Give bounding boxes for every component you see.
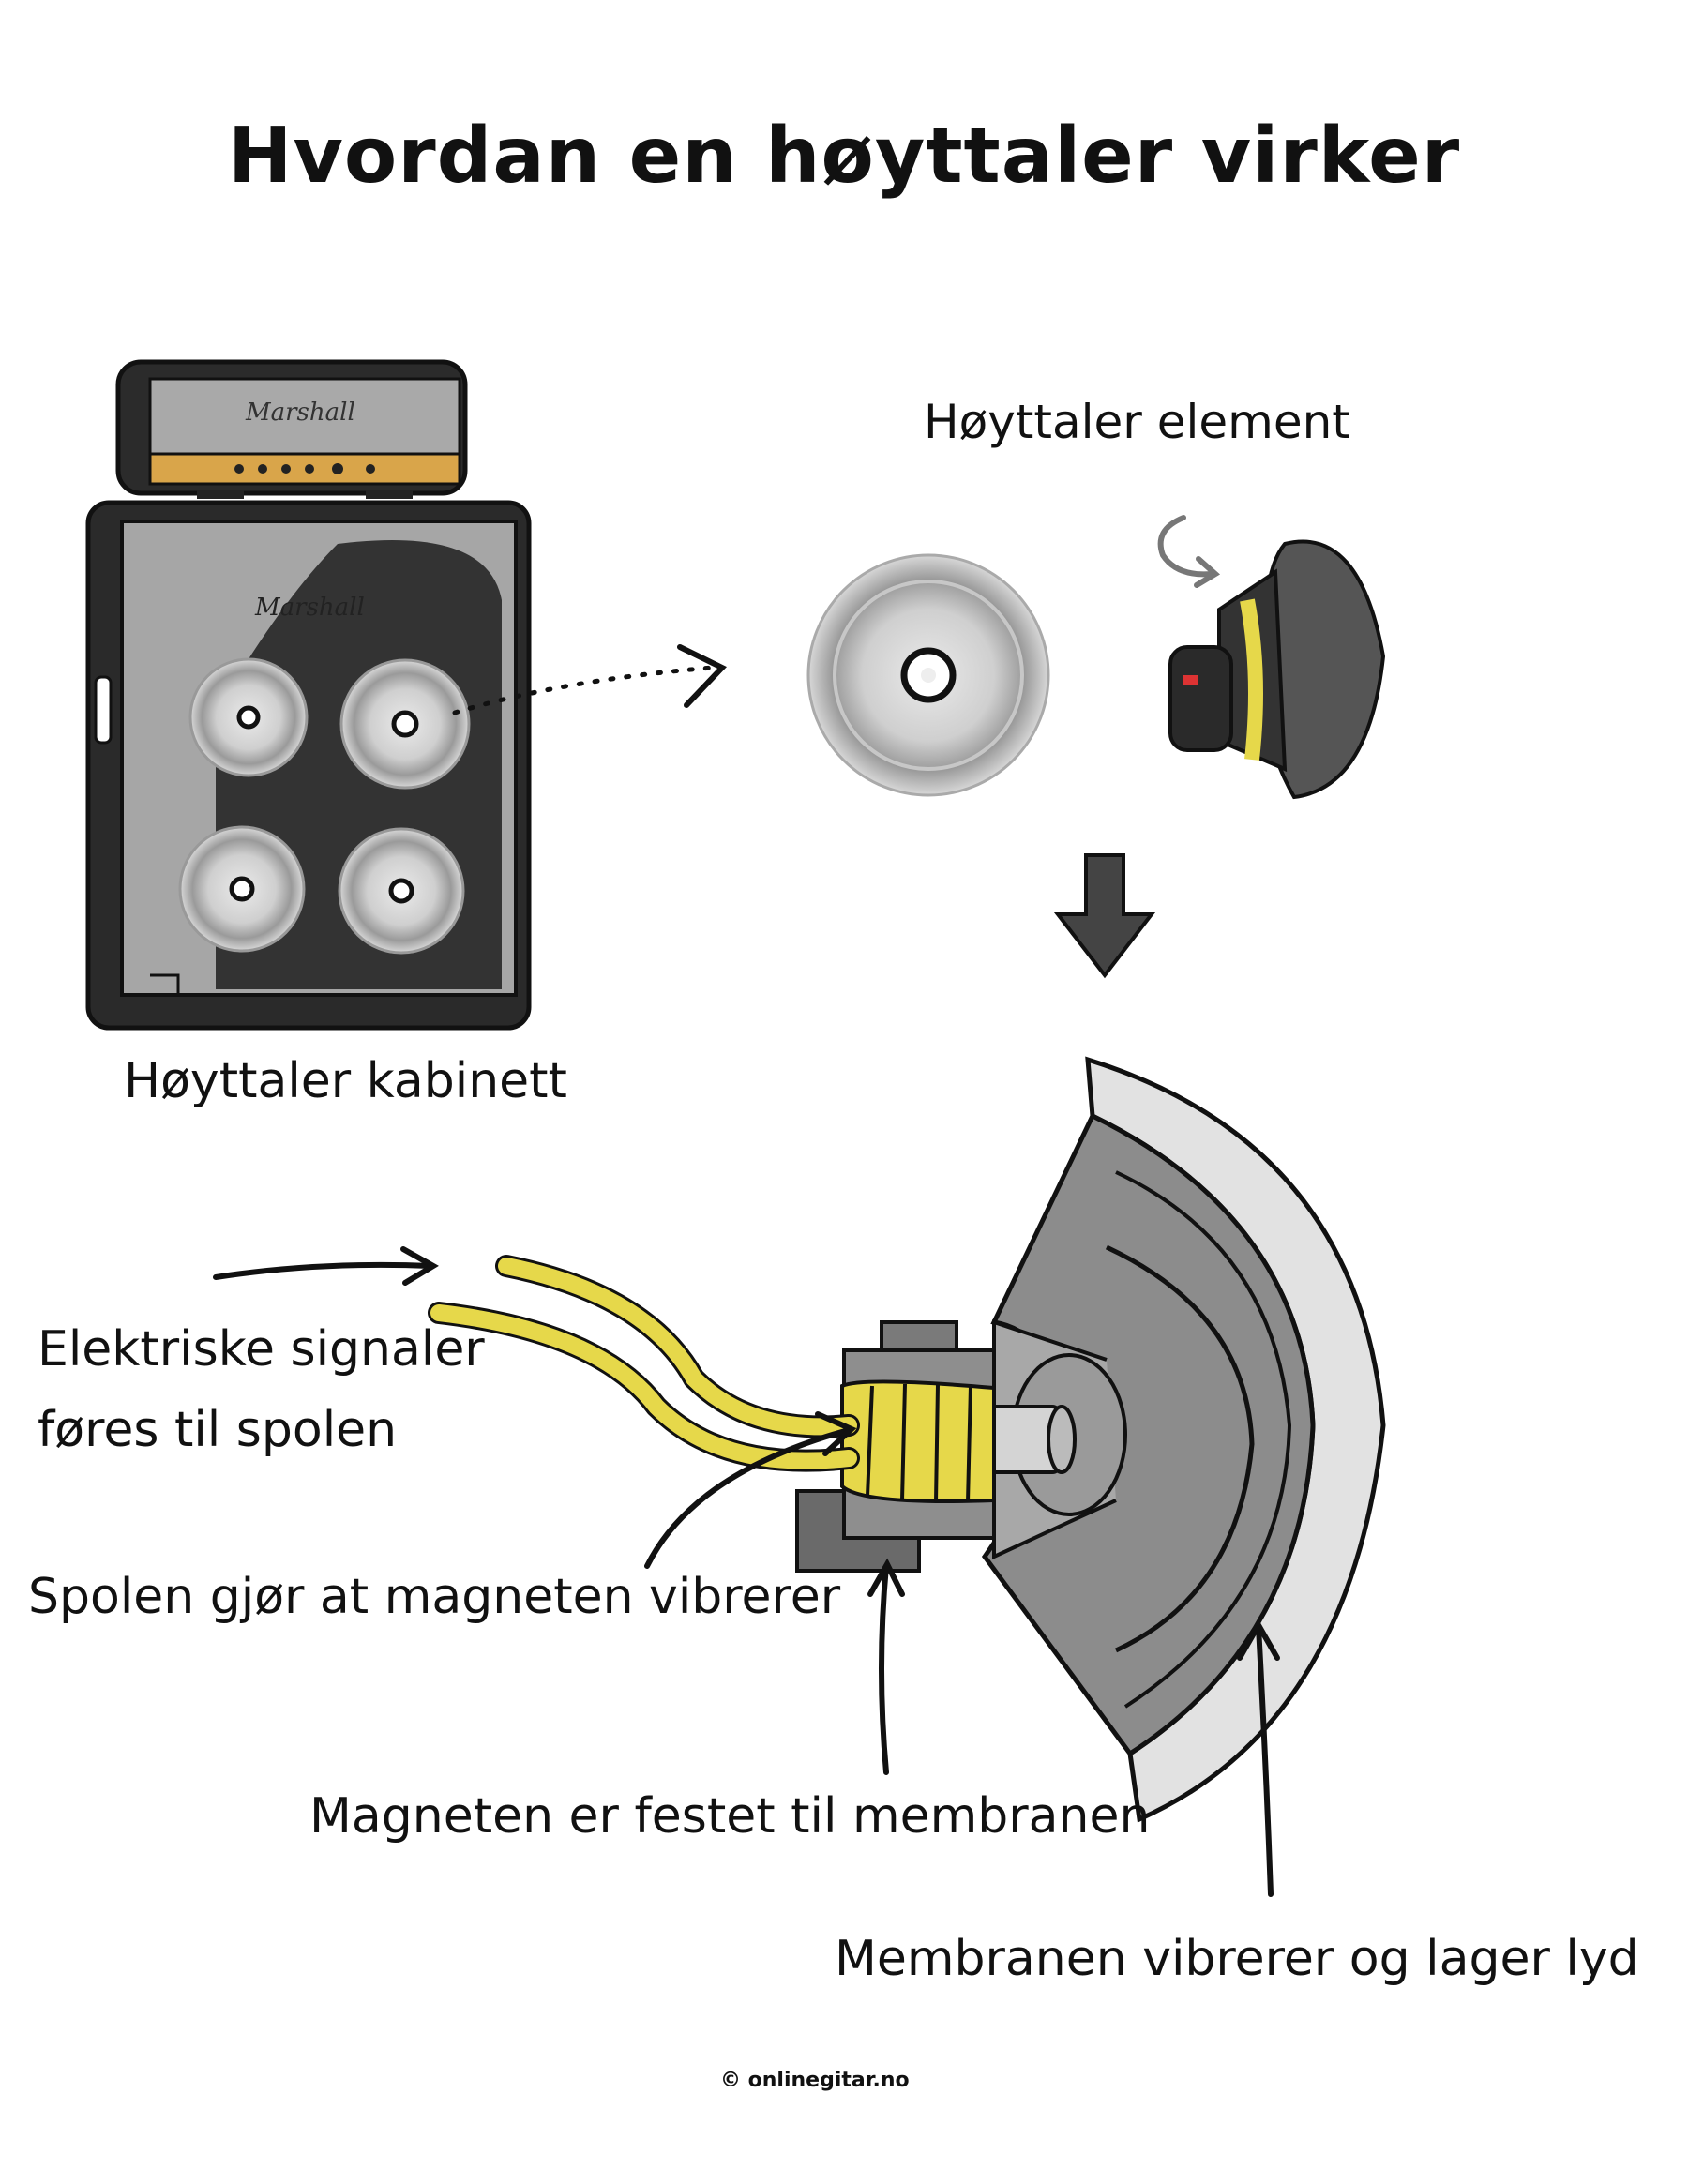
rotate-arrow-icon: [1157, 515, 1214, 578]
cabinet-speaker: [188, 657, 309, 777]
signal-wires: [428, 1255, 860, 1472]
signal-arrow: [213, 1261, 434, 1280]
cabinet-logo: Marshall: [254, 594, 365, 622]
speaker-cross-section: [981, 1056, 1386, 1823]
label-electric-signals-line2: føres til spolen: [38, 1402, 398, 1458]
voice-coil: [840, 1379, 996, 1503]
speaker-cabinet: [85, 500, 532, 1031]
cabinet-speaker: [339, 658, 471, 790]
down-arrow-icon: [1053, 853, 1156, 979]
annotation-arrows: [213, 1246, 1280, 1897]
dotted-arrow-head: [677, 644, 727, 708]
membrane-arrow: [1256, 1624, 1274, 1897]
label-magnet: Magneten er festet til membranen: [309, 1788, 1151, 1845]
label-speaker-element: Høyttaler element: [924, 395, 1350, 449]
speaker-element-front: [806, 553, 1050, 797]
speaker-element-side: [1168, 539, 1386, 800]
cabinet-speaker: [338, 827, 465, 955]
label-membrane: Membranen vibrerer og lager lyd: [835, 1931, 1639, 1987]
page-title: Hvordan en høyttaler virker: [227, 112, 1461, 201]
cabinet-speaker: [178, 825, 306, 953]
pole-piece: [983, 1405, 1077, 1474]
magnet-arrow: [879, 1563, 889, 1775]
label-coil: Spolen gjør at magneten vibrerer: [28, 1569, 841, 1625]
amp-head: [115, 359, 468, 499]
copyright-credit: © onlinegitar.no: [720, 2069, 910, 2092]
amp-head-logo: Marshall: [245, 399, 355, 427]
label-speaker-cabinet: Høyttaler kabinett: [124, 1053, 567, 1109]
dotted-arrow: [452, 665, 716, 715]
coil-arrow: [644, 1427, 852, 1569]
label-electric-signals-line1: Elektriske signaler: [38, 1321, 485, 1378]
